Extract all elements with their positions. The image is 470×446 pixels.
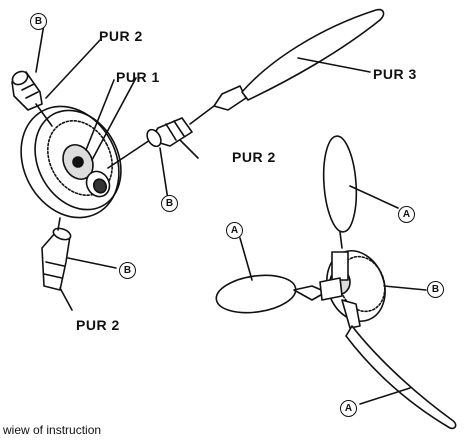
badge-b-top-left: B (30, 13, 47, 30)
cuff-part-mid (146, 117, 193, 148)
badge-a-blade-bottom: A (340, 400, 357, 417)
label-pur2-mid: PUR 2 (232, 149, 276, 165)
blade-pur3 (213, 8, 385, 111)
badge-a-blade-top: A (398, 206, 415, 223)
assembled-propeller (215, 135, 457, 430)
cuff-part-top (11, 70, 53, 127)
label-pur1: PUR 1 (116, 69, 160, 85)
badge-b-lower-left: B (119, 262, 136, 279)
label-pur3: PUR 3 (373, 66, 417, 82)
badge-b-right: B (427, 281, 444, 298)
cuff-part-bottom (41, 217, 72, 291)
exploded-hub-assembly (11, 8, 385, 311)
badge-b-mid: B (161, 195, 178, 212)
label-pur2-top: PUR 2 (99, 28, 143, 44)
badge-a-blade-left: A (226, 222, 243, 239)
caption: wiew of instruction (3, 423, 102, 437)
label-pur2-bottom: PUR 2 (76, 317, 120, 333)
